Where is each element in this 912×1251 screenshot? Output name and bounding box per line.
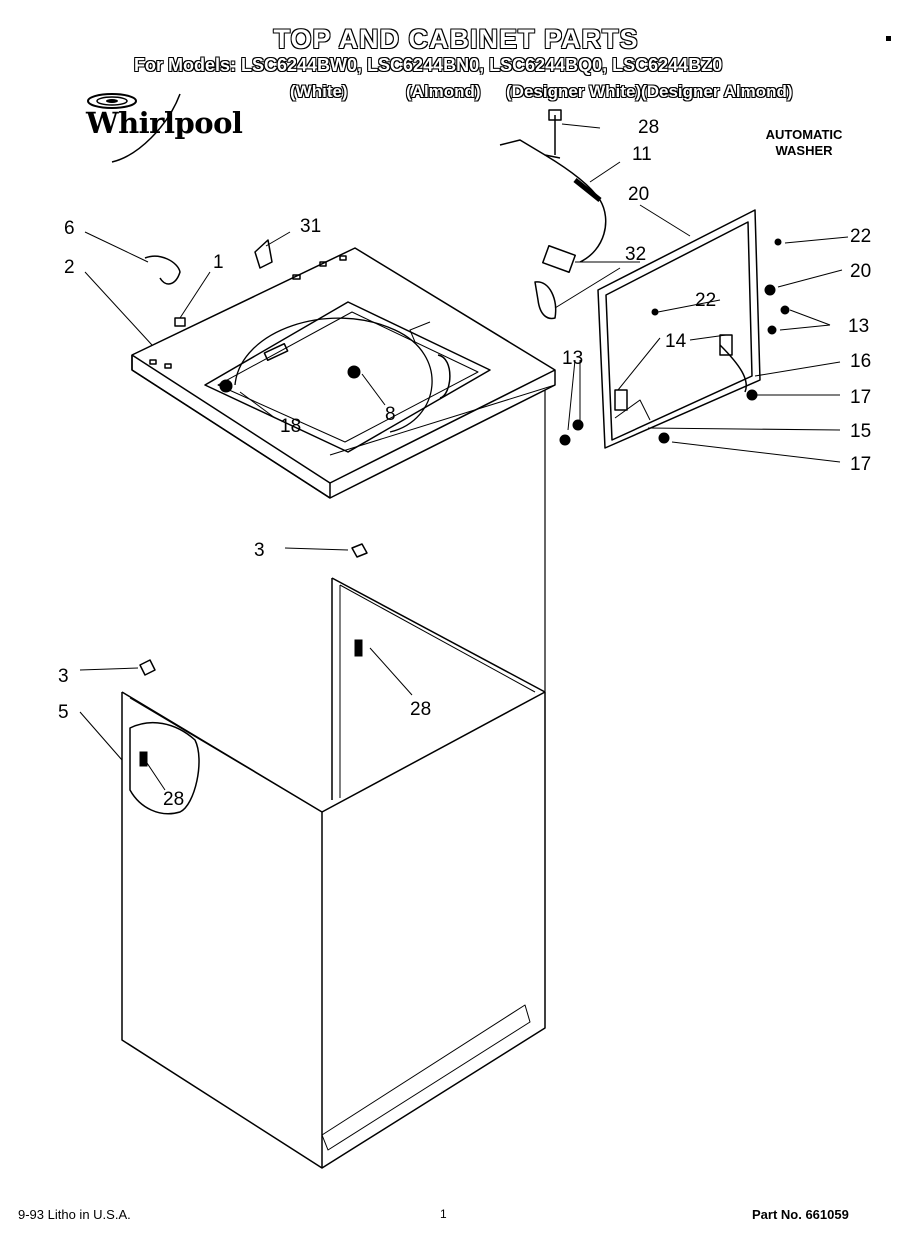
callout-22a: 22 xyxy=(850,226,871,247)
litho-note: 9-93 Litho in U.S.A. xyxy=(18,1207,131,1222)
part-number: Part No. 661059 xyxy=(752,1207,849,1222)
clip-3b xyxy=(351,543,368,558)
cabinet xyxy=(121,390,546,1169)
callout-18: 18 xyxy=(280,416,301,437)
callout-15: 15 xyxy=(850,421,871,442)
callout-16: 16 xyxy=(850,351,871,372)
lid-switch-harness xyxy=(499,109,607,273)
clip-1 xyxy=(174,317,186,327)
callout-31: 31 xyxy=(300,216,321,237)
callout-22b: 22 xyxy=(695,290,716,311)
callout-14: 14 xyxy=(665,331,687,352)
callout-5: 5 xyxy=(58,702,69,723)
cutaway-detail xyxy=(129,721,200,815)
callout-17a: 17 xyxy=(850,387,871,408)
whirlpool-swirl-logo-icon xyxy=(87,93,181,163)
callout-13-right: 13 xyxy=(848,316,869,337)
callout-17b: 17 xyxy=(850,454,871,475)
callout-6: 6 xyxy=(64,218,75,239)
page-title: TOP AND CABINET PARTS xyxy=(273,24,639,54)
screws xyxy=(139,238,790,767)
variant-almond: (Almond) xyxy=(406,82,481,101)
models-line: For Models: LSC6244BW0, LSC6244BN0, LSC6… xyxy=(134,55,723,75)
callout-32: 32 xyxy=(625,244,646,265)
callout-1: 1 xyxy=(213,252,224,273)
callout-19: 20 xyxy=(628,184,649,205)
callout-28-mid: 28 xyxy=(410,699,431,720)
lid-hinge xyxy=(144,255,181,285)
lid-handle xyxy=(534,281,557,320)
brand-logo-text: Whirlpool xyxy=(86,106,243,140)
callout-28-cut: 28 xyxy=(163,789,184,810)
variant-designer: (Designer White)(Designer Almond) xyxy=(506,82,793,101)
callout-8: 8 xyxy=(385,404,396,425)
top-panel xyxy=(131,247,556,499)
callout-3-left: 3 xyxy=(58,666,69,687)
callout-11: 11 xyxy=(632,144,652,165)
callout-2: 2 xyxy=(64,257,75,278)
console-panel xyxy=(597,209,761,449)
callout-20: 20 xyxy=(850,261,871,282)
leader-lines xyxy=(79,123,849,791)
clip-3a xyxy=(139,659,156,676)
bracket-31 xyxy=(254,239,273,269)
callout-28-top: 28 xyxy=(638,117,659,138)
page-number: 1 xyxy=(440,1207,447,1221)
corner-mark xyxy=(886,36,891,41)
variant-white: (White) xyxy=(290,82,348,101)
product-type: AUTOMATIC WASHER xyxy=(765,127,843,158)
callout-3-top: 3 xyxy=(254,540,265,561)
callout-labels: 6 2 1 31 28 11 20 32 22 20 22 13 14 13 1… xyxy=(58,117,871,810)
callout-13-left: 13 xyxy=(562,348,583,369)
